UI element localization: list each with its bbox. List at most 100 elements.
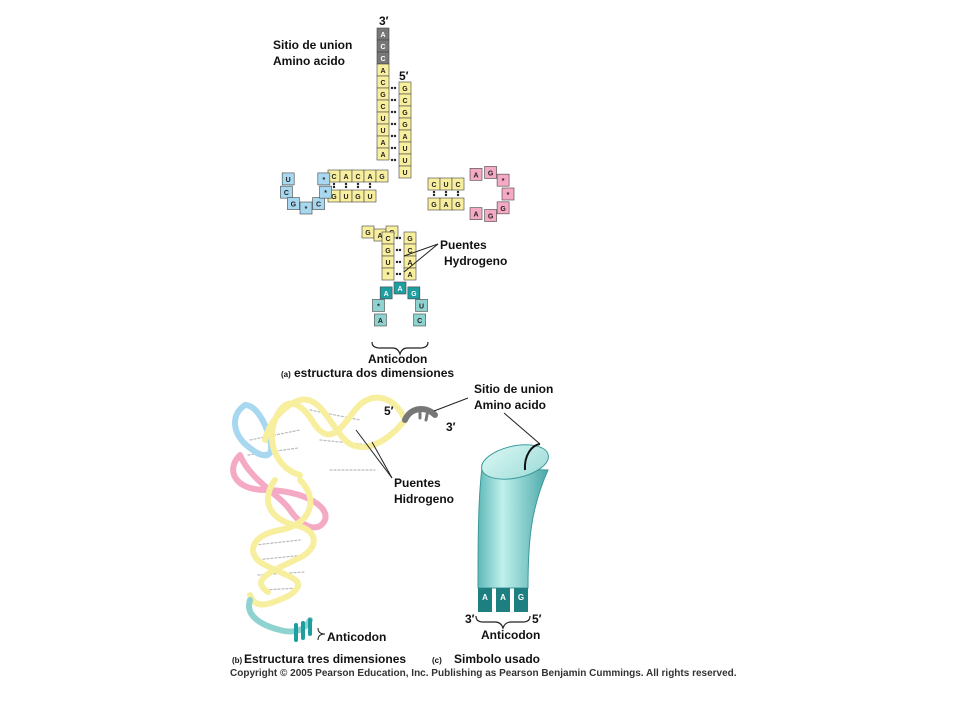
acceptor-end-nt: A (380, 32, 385, 39)
t-stem-top-nt-box (451, 177, 465, 191)
acceptor-3-nt: G (380, 92, 386, 99)
t-loop-nt-box (496, 201, 510, 215)
d-loop-nt: C (284, 190, 289, 197)
acceptor-3-nt: C (380, 80, 385, 87)
d-loop-nt: * (322, 177, 325, 184)
ac-stem-right-nt: A (407, 260, 412, 267)
acceptor-5-nt: U (402, 158, 407, 165)
t-loop-nt: G (488, 214, 494, 221)
d-stem-top-nt: A (367, 174, 372, 181)
ribbon-acceptor-helix-b (262, 396, 408, 451)
d-loop-nt: C (316, 202, 321, 209)
d-loop-nt-box (317, 172, 331, 186)
c-pointer-line (503, 412, 541, 445)
ac-stem-left-nt: U (385, 260, 390, 267)
hydrogen-bond-dot (395, 260, 399, 264)
ribbon-anticodon-helix (247, 477, 314, 608)
acceptor-3-nt: A (380, 140, 385, 147)
a-amino-site-line2: Amino acido (273, 54, 346, 68)
acceptor-5-nt: G (402, 110, 408, 117)
t-loop-nt: * (502, 178, 505, 185)
hydrogen-bond-dot (432, 190, 436, 194)
d-loop-nt-box (299, 201, 313, 215)
hydrogen-bond-dot (390, 98, 394, 102)
ribbon-end-bases (418, 406, 430, 422)
acceptor-5-nt: A (402, 134, 407, 141)
hydrogen-bond-dot (393, 146, 397, 150)
t-stem-bottom-nt-box (451, 197, 465, 211)
t-loop-nt-box (501, 187, 515, 201)
hydrogen-bond-dot (393, 122, 397, 126)
anticodon-loop-nt: A (397, 286, 402, 293)
copyright-notice: Copyright © 2005 Pearson Education, Inc.… (230, 668, 737, 679)
d-stem-top-nt: A (343, 174, 348, 181)
d-stem-top-nt: C (355, 174, 360, 181)
anticodon-loop-nt-box (374, 313, 387, 327)
hydrogen-bond-dot (356, 185, 360, 189)
acceptor-3-nt: U (380, 116, 385, 123)
hydrogen-bond-dot (398, 236, 402, 240)
ribbon-three-prime-end (402, 406, 438, 423)
b-hbond-line1: Puentes (394, 476, 441, 490)
symbol-amino-hook (523, 443, 541, 471)
acceptor-5-nt: C (402, 98, 407, 105)
symbol-base-letter-3: G (518, 593, 524, 602)
d-loop-nt-box (287, 197, 300, 210)
hydrogen-bond-dot (393, 110, 397, 114)
hydrogen-bond-dot (332, 185, 336, 189)
b-hbond-line2: Hidrogeno (394, 492, 454, 506)
variable-loop-nt: G (365, 230, 371, 237)
c-panel-tag: (c) (432, 656, 442, 665)
anticodon-loop-nt-box (413, 313, 426, 327)
t-loop-nt-box (469, 207, 483, 220)
ac-stem-left-nt: * (387, 272, 390, 279)
anticodon-brace (371, 341, 429, 356)
ribbon-anticodon-helix-b (258, 477, 317, 595)
symbol-top-cap (481, 444, 549, 480)
c-five-prime-label: 5′ (532, 612, 542, 626)
acceptor-5-nt: G (402, 86, 408, 93)
t-loop-nt: G (488, 170, 494, 177)
acceptor-5-nt-box (398, 165, 412, 179)
acceptor-end-nt: C (380, 56, 385, 63)
d-loop-nt-box (312, 197, 325, 210)
hydrogen-bond-dot (398, 248, 402, 252)
c-amino-site-line2: Amino acido (474, 398, 547, 412)
d-loop-nt: * (324, 190, 327, 197)
c-panel-caption: Simbolo usado (454, 652, 541, 666)
d-loop-nt: U (286, 177, 291, 184)
symbol-base-2 (496, 588, 510, 612)
anticodon-loop-nt: U (419, 303, 424, 310)
hydrogen-bond-dot (390, 86, 394, 90)
d-loop-nt-box (281, 172, 295, 186)
hydrogen-bond-dot (395, 248, 399, 252)
hydrogen-bond-dot (393, 98, 397, 102)
d-stem-bottom-nt-box (363, 189, 377, 203)
t-stem-bottom-nt: G (431, 202, 437, 209)
hydrogen-bond-dot (390, 122, 394, 126)
hydrogen-bond-dot (332, 182, 336, 186)
hydrogen-bond-dot (456, 193, 460, 197)
t-loop-nt-box (484, 166, 497, 179)
b-three-prime-label: 3′ (446, 420, 456, 434)
hydrogen-bond-dot (444, 193, 448, 197)
acceptor-3-nt: C (380, 104, 385, 111)
b-panel-tag: (b) (232, 656, 243, 665)
ac-stem-right-nt: G (407, 236, 413, 243)
acceptor-3-nt: U (380, 128, 385, 135)
acceptor-end-nt: C (380, 44, 385, 51)
hydrogen-bond-dot (393, 86, 397, 90)
acceptor-3-nt-box (376, 147, 390, 161)
hydrogen-bond-dot (390, 134, 394, 138)
a-anticodon-label: Anticodon (368, 352, 428, 366)
t-stem-bottom-nt: G (455, 202, 461, 209)
b-panel-caption: Estructura tres dimensiones (244, 652, 407, 666)
anticodon-loop-nt: G (411, 291, 417, 298)
ac-stem-left-nt: C (385, 236, 390, 243)
hydrogen-bond-dot (344, 182, 348, 186)
b-five-prime-label: 5′ (384, 404, 394, 418)
